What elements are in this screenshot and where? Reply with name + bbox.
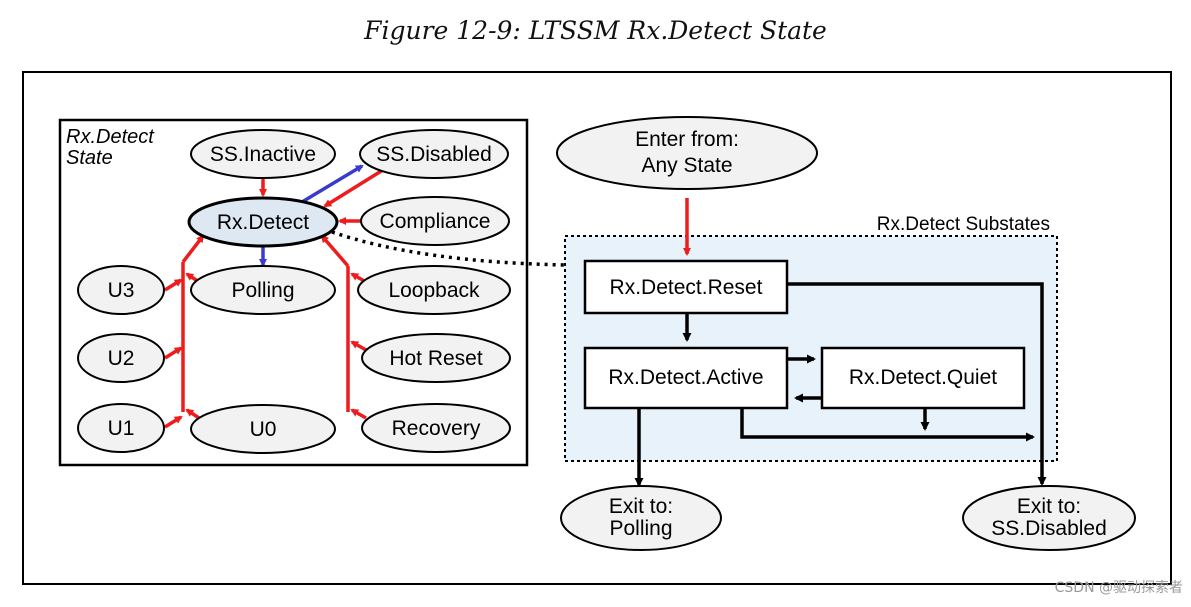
- svg-text:Loopback: Loopback: [388, 279, 480, 302]
- svg-text:Exit to:: Exit to:: [609, 495, 673, 518]
- outer-frame: [22, 71, 1172, 585]
- svg-text:SS.Disabled: SS.Disabled: [991, 517, 1107, 540]
- state-compliance: Compliance: [360, 196, 510, 246]
- figure-title: Figure 12-9: LTSSM Rx.Detect State: [364, 16, 827, 45]
- state-u0: U0: [190, 404, 336, 454]
- state-rx-detect: Rx.Detect: [187, 196, 339, 248]
- state-loopback: Loopback: [357, 265, 511, 315]
- state-enter-from: Enter from: Any State: [556, 116, 818, 190]
- state-u1: U1: [77, 403, 165, 453]
- rx-detect-state-box: [58, 118, 529, 467]
- state-u3: U3: [77, 265, 165, 315]
- blue-transition-arrows: [259, 164, 364, 267]
- svg-text:Enter from:: Enter from:: [635, 128, 739, 151]
- watermark: CSDN @驱动探索者: [1055, 579, 1183, 596]
- svg-text:Recovery: Recovery: [392, 417, 481, 440]
- svg-text:Polling: Polling: [609, 517, 672, 540]
- substate-reset: Rx.Detect.Reset: [583, 259, 789, 315]
- state-exit-polling: Exit to: Polling: [560, 485, 722, 551]
- svg-text:U1: U1: [108, 417, 135, 440]
- svg-text:Compliance: Compliance: [380, 210, 491, 233]
- svg-text:Rx.Detect.Reset: Rx.Detect.Reset: [610, 276, 763, 299]
- svg-text:U3: U3: [108, 279, 135, 302]
- left-panel-title-line2: State: [66, 147, 113, 169]
- svg-text:Rx.Detect.Quiet: Rx.Detect.Quiet: [849, 366, 997, 389]
- state-ss-inactive: SS.Inactive: [190, 129, 336, 179]
- svg-text:Rx.Detect.Active: Rx.Detect.Active: [608, 366, 763, 389]
- state-recovery: Recovery: [361, 403, 511, 453]
- svg-text:Rx.Detect: Rx.Detect: [217, 211, 309, 234]
- state-exit-ss-disabled: Exit to: SS.Disabled: [962, 485, 1136, 551]
- left-panel-title-line1: Rx.Detect: [66, 126, 155, 148]
- svg-text:Exit to:: Exit to:: [1017, 495, 1081, 518]
- svg-text:Polling: Polling: [231, 279, 294, 302]
- substate-active: Rx.Detect.Active: [583, 346, 789, 410]
- zoom-connector: [331, 230, 566, 267]
- substate-quiet: Rx.Detect.Quiet: [820, 346, 1026, 410]
- svg-text:Hot Reset: Hot Reset: [389, 347, 483, 370]
- state-hot-reset: Hot Reset: [361, 333, 511, 383]
- substate-transition-arrows: [634, 282, 1047, 487]
- state-ss-disabled: SS.Disabled: [359, 129, 509, 179]
- svg-text:SS.Disabled: SS.Disabled: [376, 143, 492, 166]
- state-polling: Polling: [190, 265, 336, 315]
- svg-text:SS.Inactive: SS.Inactive: [210, 143, 316, 166]
- state-u2: U2: [77, 333, 165, 383]
- svg-text:Any State: Any State: [641, 154, 732, 177]
- svg-text:U2: U2: [108, 347, 135, 370]
- substates-label: Rx.Detect Substates: [877, 214, 1050, 235]
- svg-text:U0: U0: [250, 418, 277, 441]
- red-transition-arrows: [164, 168, 384, 429]
